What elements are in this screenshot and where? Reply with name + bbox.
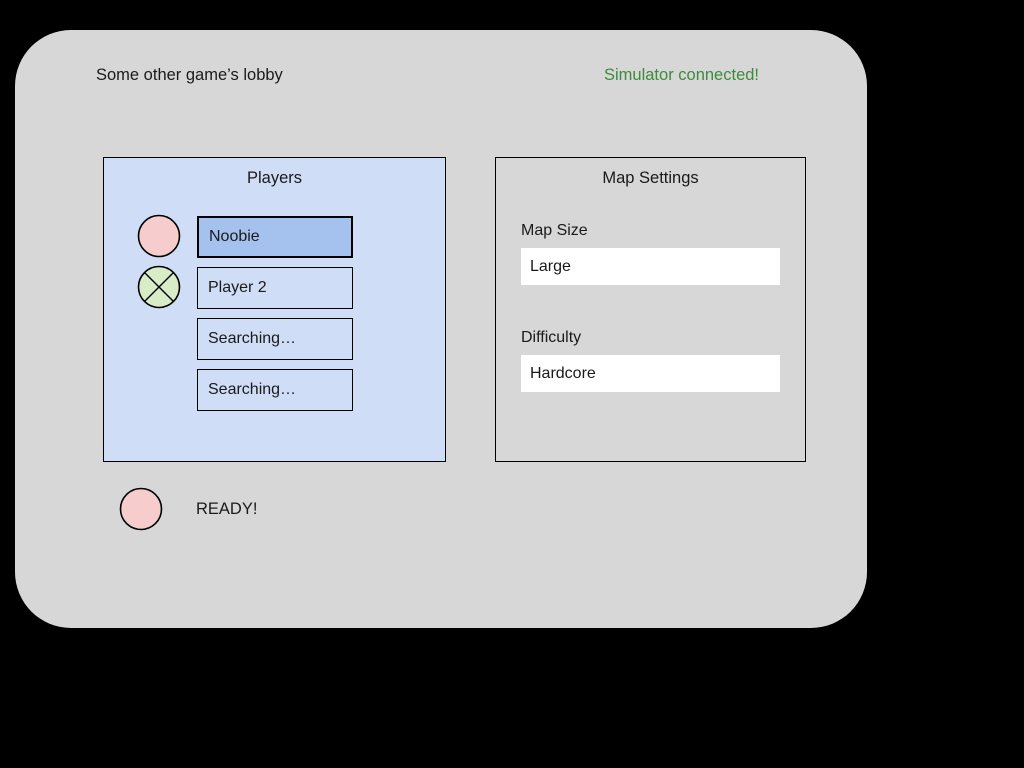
player-slot[interactable]: Noobie	[197, 216, 353, 258]
players-panel-heading: Players	[246, 169, 303, 187]
map-settings-panel-heading: Map Settings	[602, 169, 699, 187]
page-title: Some other game’s lobby	[96, 66, 283, 84]
connection-status: Simulator connected!	[604, 66, 760, 84]
difficulty-select[interactable]: Hardcore	[521, 355, 780, 392]
lobby-modal: Some other game’s lobby Simulator connec…	[15, 30, 867, 628]
lobby-header: Some other game’s lobby Simulator connec…	[96, 63, 816, 93]
players-panel: Players Noobie	[103, 157, 446, 462]
difficulty-group: Difficulty Hardcore	[521, 329, 781, 392]
player-row[interactable]: Searching…	[104, 367, 445, 418]
player-slot[interactable]: Searching…	[197, 318, 353, 360]
map-settings-panel: Map Settings Map Size Large Difficulty H…	[495, 157, 806, 462]
map-size-group: Map Size Large	[521, 222, 781, 285]
ready-button-label: READY!	[196, 499, 258, 518]
player-slot[interactable]: Searching…	[197, 369, 353, 411]
map-size-label: Map Size	[521, 222, 588, 239]
player-list: Noobie Player 2 Searching…	[104, 214, 445, 418]
player-row[interactable]: Player 2	[104, 265, 445, 316]
player-row[interactable]: Searching…	[104, 316, 445, 367]
ready-control[interactable]: READY!	[119, 487, 257, 531]
player-row[interactable]: Noobie	[104, 214, 445, 265]
ready-circle-icon[interactable]	[119, 487, 163, 531]
ready-circle-icon[interactable]	[137, 214, 181, 258]
not-ready-cross-circle-icon[interactable]	[137, 265, 181, 309]
map-size-select[interactable]: Large	[521, 248, 780, 285]
player-slot[interactable]: Player 2	[197, 267, 353, 309]
difficulty-label: Difficulty	[521, 329, 582, 346]
